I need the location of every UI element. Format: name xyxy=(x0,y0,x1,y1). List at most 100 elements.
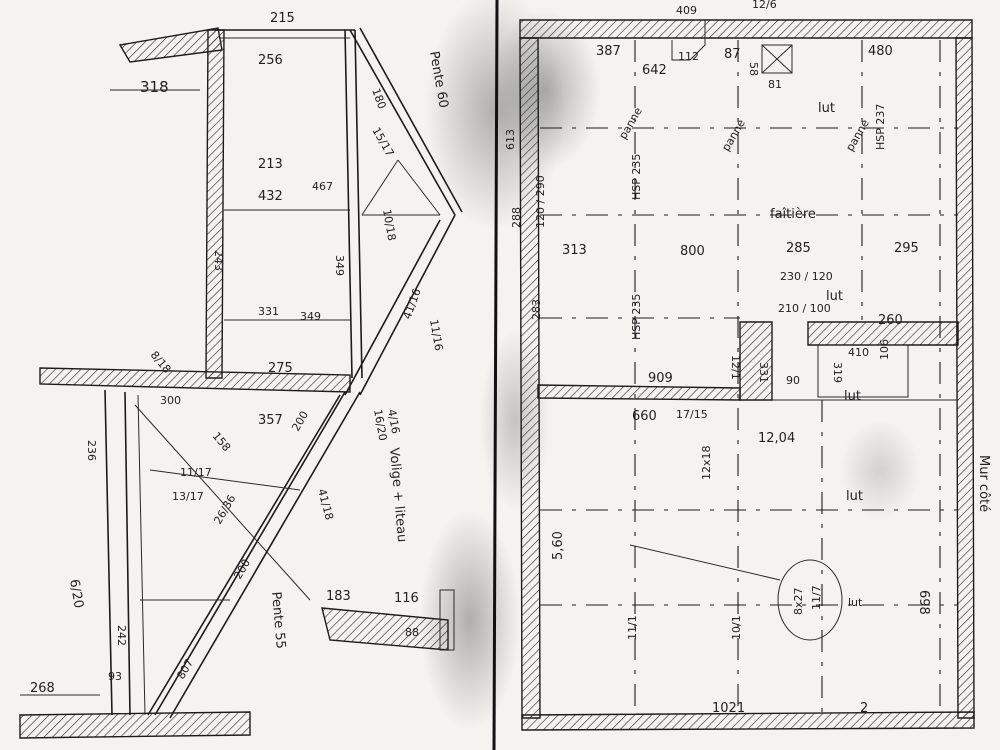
note-entrait: 6/20 xyxy=(66,578,86,609)
dim-200-lower: 200 xyxy=(231,557,253,582)
note-lut-3: lut xyxy=(844,389,861,404)
middle-wall xyxy=(537,384,741,401)
dim-12-04: 12,04 xyxy=(758,431,795,446)
middle-floor-slab xyxy=(39,367,351,393)
upper-left-wall xyxy=(205,29,225,379)
note-circle-text: 11/7 xyxy=(810,585,823,610)
dim-213: 213 xyxy=(258,157,283,172)
top-wall-hatch xyxy=(118,27,223,63)
dim-183: 183 xyxy=(326,589,351,604)
dim-660: 660 xyxy=(632,409,657,424)
note-lut-1: lut xyxy=(818,101,835,116)
dim-230-120: 230 / 120 xyxy=(780,270,833,283)
dim-200-upper: 200 xyxy=(289,409,311,434)
dim-283: 283 xyxy=(530,299,543,320)
dim-87: 87 xyxy=(724,47,741,62)
left-notes: Pente 60 Pente 55 Volige + liteau 6/20 4… xyxy=(66,50,451,649)
dim-288: 288 xyxy=(510,207,523,228)
dim-260: 260 xyxy=(878,313,903,328)
dim-11-16: 11/16 xyxy=(427,318,445,351)
dim-112: 112 xyxy=(678,50,699,63)
dim-480: 480 xyxy=(868,44,893,59)
note-nore: 4/16 xyxy=(385,408,402,435)
dim-236: 236 xyxy=(85,440,98,461)
note-solive-2: 8x27 xyxy=(792,587,805,615)
dim-300: 300 xyxy=(160,394,181,407)
note-section-5: 10/1 xyxy=(730,615,743,640)
note-panne-1: panne xyxy=(616,105,645,142)
dim-81: 81 xyxy=(768,78,782,91)
dim-800: 800 xyxy=(680,244,705,259)
dim-318: 318 xyxy=(140,78,169,96)
note-pente-bottom: Pente 55 xyxy=(268,591,288,649)
dim-285: 285 xyxy=(786,241,811,256)
dim-58: 58 xyxy=(747,62,760,76)
dim-698: 698 xyxy=(916,590,931,615)
dim-642: 642 xyxy=(642,63,667,78)
note-right-wall: Mur côté xyxy=(976,455,991,512)
note-circle xyxy=(777,559,843,641)
dim-313: 313 xyxy=(562,243,587,258)
dim-243: 243 xyxy=(212,250,225,271)
dim-295: 295 xyxy=(894,241,919,256)
dim-210-100: 210 / 100 xyxy=(778,302,831,315)
dim-357: 357 xyxy=(258,413,283,428)
note-lut-5: lut xyxy=(848,596,863,609)
dim-116: 116 xyxy=(394,591,419,606)
dim-93: 93 xyxy=(108,670,122,683)
dim-88: 88 xyxy=(405,626,419,639)
east-wall xyxy=(955,37,975,719)
dim-215: 215 xyxy=(270,11,295,26)
dim-10-18: 10/18 xyxy=(380,208,398,241)
dim-331-stair: 331 xyxy=(757,362,770,383)
dim-275: 275 xyxy=(268,361,293,376)
note-small: 2 xyxy=(860,701,868,716)
dim-331: 331 xyxy=(258,305,279,318)
dim-410: 410 xyxy=(848,346,869,359)
note-volige-liteau: Volige + liteau xyxy=(386,447,409,543)
dim-268: 268 xyxy=(30,681,55,696)
dim-5-60: 5,60 xyxy=(551,531,566,560)
dim-26-36: 26/36 xyxy=(211,493,238,527)
dim-387: 387 xyxy=(596,44,621,59)
dim-16-20: 16/20 xyxy=(371,408,389,441)
dim-242: 242 xyxy=(115,625,128,646)
dim-12-6: 12/6 xyxy=(752,0,777,11)
dim-41-16: 41/16 xyxy=(401,287,424,321)
right-dimensions: 409 12/6 387 642 112 87 58 81 480 613 28… xyxy=(504,0,931,716)
dim-12-1: 12/1 xyxy=(729,355,742,380)
left-roof-section xyxy=(19,27,463,739)
stair-block xyxy=(739,321,773,401)
dim-256: 256 xyxy=(258,53,283,68)
west-wall xyxy=(519,37,541,719)
note-faitiere: faîtière xyxy=(770,207,816,222)
note-section-2: HSP 235 xyxy=(630,154,643,200)
dim-1021: 1021 xyxy=(712,701,745,716)
chimney-top xyxy=(761,44,793,74)
dim-11-17: 11/17 xyxy=(180,466,212,479)
dim-13-17: 13/17 xyxy=(172,490,204,503)
dim-467: 467 xyxy=(312,180,333,193)
note-section-1: HSP 235 xyxy=(630,294,643,340)
south-wall xyxy=(521,711,975,731)
note-panne-2: panne xyxy=(719,117,748,154)
dim-613: 613 xyxy=(504,129,517,150)
dim-15-17: 15/17 xyxy=(369,125,396,159)
dim-17-15: 17/15 xyxy=(676,408,708,421)
note-panne-3: panne xyxy=(843,117,872,154)
chimney-block xyxy=(807,321,959,346)
dim-158: 158 xyxy=(210,430,233,454)
bottom-floor-slab xyxy=(19,711,251,739)
dim-120-290: 120 / 290 xyxy=(534,175,547,228)
dim-180: 180 xyxy=(369,87,388,111)
dim-432: 432 xyxy=(258,189,283,204)
dim-319: 319 xyxy=(831,362,844,383)
dim-90: 90 xyxy=(786,374,800,387)
note-lut-4: lut xyxy=(846,489,863,504)
right-floor-plan xyxy=(519,19,975,731)
dim-106: 106 xyxy=(878,339,891,360)
dim-409: 409 xyxy=(676,4,697,17)
north-wall xyxy=(519,19,973,39)
binding-line xyxy=(492,0,499,750)
